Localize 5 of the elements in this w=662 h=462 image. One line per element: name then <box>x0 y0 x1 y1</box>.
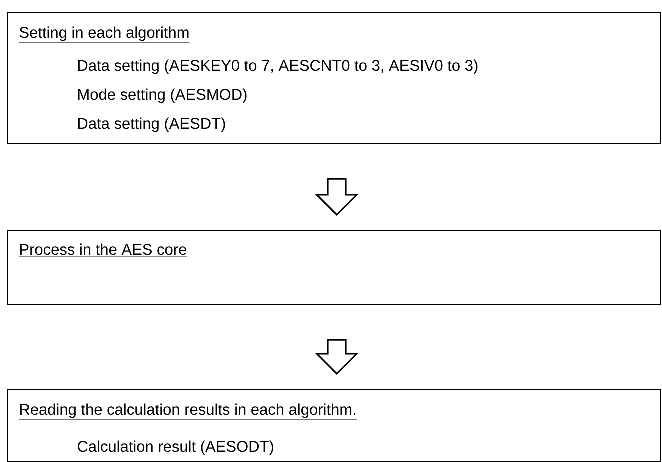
block-arrow <box>315 339 359 376</box>
process-box: Process in the AES core <box>7 230 662 306</box>
process-box: Reading the calculation results in each algorithm. Calculation result (AESODT) <box>7 388 662 462</box>
block-arrow <box>315 178 359 216</box>
process-box: Setting in each algorithm Data setting (AESKEY0 to 7, AESCNT0 to 3, AESIV0 to 3) Mode setting (AESMOD) Data setting (AESDT) <box>7 12 662 144</box>
